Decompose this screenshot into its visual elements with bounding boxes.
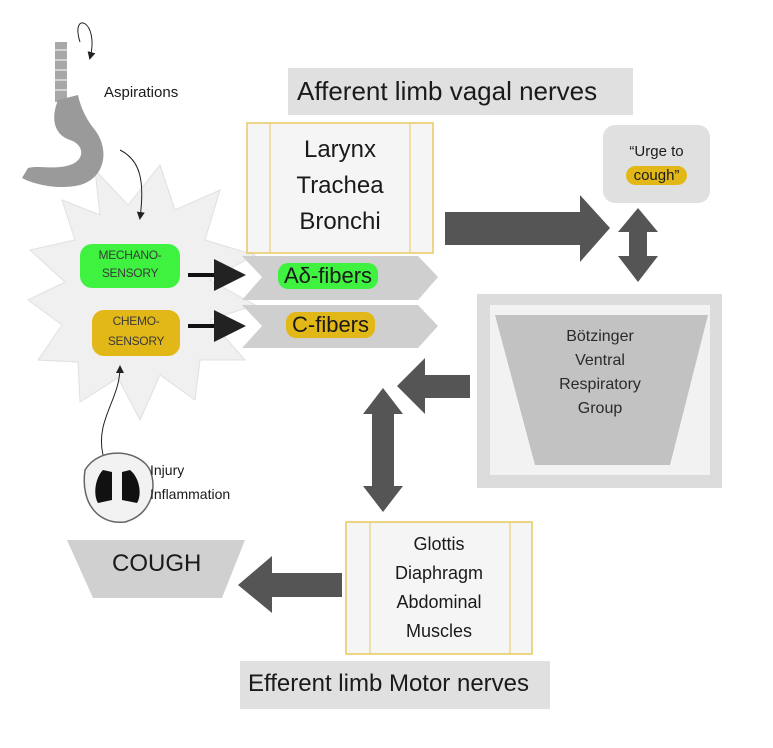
efferent-title-bar: [240, 661, 550, 709]
mechano-line1: MECHANO-: [98, 248, 162, 262]
cough-output-label: COUGH: [112, 550, 202, 577]
mechano-line2: SENSORY: [101, 266, 159, 280]
afferent-arrow: [445, 195, 610, 262]
brainstem-trapezoid: [495, 315, 708, 465]
lungs-icon: [83, 452, 154, 523]
group-label: Group: [577, 400, 623, 417]
effectors-box: [345, 521, 533, 655]
urge-line2: cough”: [625, 166, 688, 185]
ventral-label: Ventral: [575, 352, 625, 369]
injury-text: Injury: [150, 462, 185, 478]
afferent-title-bar: [288, 68, 633, 115]
trachea-label: Trachea: [296, 172, 384, 199]
aspirations-label: Aspirations: [104, 84, 179, 101]
abdominal-label: Abdominal: [396, 592, 482, 612]
inflammation-text: Inflammation: [150, 486, 231, 502]
larynx-label: Larynx: [303, 136, 377, 163]
chemo-sensory-badge: CHEMO- SENSORY: [92, 310, 180, 356]
botzinger-label: Bötzinger: [566, 328, 634, 345]
urge-to-cough-text: “Urge to cough”: [603, 140, 710, 188]
stomach-icon: [22, 42, 104, 188]
c-fibers-label: C-fibers: [286, 312, 376, 338]
brainstem-text: Bötzinger Ventral Respiratory Group: [510, 325, 690, 421]
diaphragm-label: Diaphragm: [394, 563, 484, 583]
sensory-starburst: [27, 163, 257, 422]
efferent-title: Efferent limb Motor nerves: [248, 670, 530, 697]
airways-box: [246, 122, 434, 254]
urge-brainstem-double-arrow: [618, 208, 658, 282]
brainstem-effector-double-arrow: [363, 388, 403, 512]
afferent-title: Afferent limb vagal nerves: [297, 76, 598, 106]
brainstem-out-arrow: [397, 358, 470, 414]
glottis-label: Glottis: [413, 534, 465, 554]
urge-line2-wrap: cough”: [603, 164, 710, 188]
muscles-label: Muscles: [405, 621, 472, 641]
a-delta-fibers-label: Aδ-fibers: [278, 263, 379, 289]
bronchi-label: Bronchi: [299, 208, 381, 235]
mechano-sensory-badge: MECHANO- SENSORY: [80, 244, 180, 288]
injury-label: Injury Inflammation: [150, 458, 230, 506]
respiratory-label: Respiratory: [559, 376, 641, 393]
chemo-line2: SENSORY: [107, 334, 165, 348]
airways-text: Larynx Trachea Bronchi: [247, 132, 433, 240]
efferent-arrow: [238, 556, 342, 613]
urge-line1: “Urge to: [629, 143, 684, 160]
cough-output-shape: [67, 540, 245, 598]
effectors-text: Glottis Diaphragm Abdominal Muscles: [346, 530, 532, 646]
chemo-line1: CHEMO-: [112, 314, 160, 328]
